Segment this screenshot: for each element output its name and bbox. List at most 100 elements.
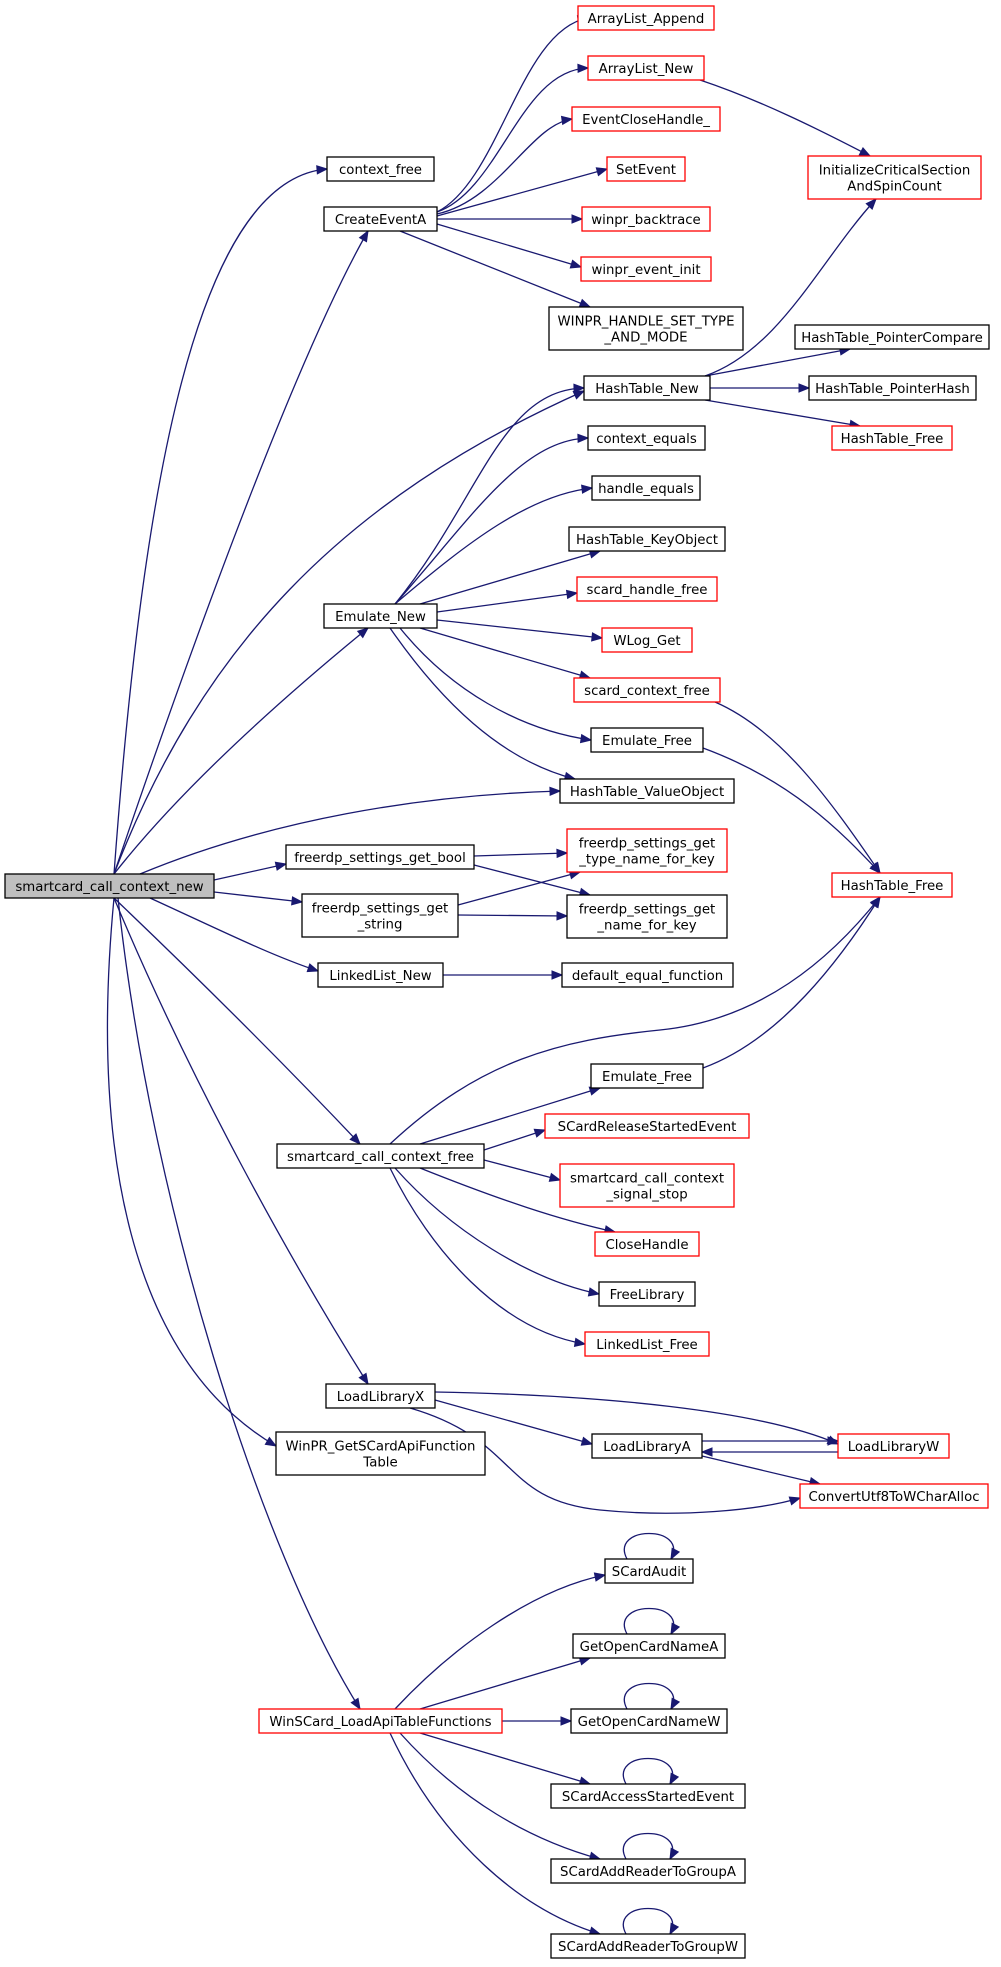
node-box[interactable]: [258, 1708, 503, 1734]
node-box[interactable]: [323, 603, 438, 629]
node-HT_PointerHash[interactable]: HashTable_PointerHash: [808, 375, 977, 401]
node-LoadLibraryW[interactable]: LoadLibraryW: [837, 1433, 950, 1459]
node-HT_Free_top[interactable]: HashTable_Free: [831, 425, 953, 451]
node-SCardAudit[interactable]: SCardAudit: [604, 1558, 694, 1584]
node-box[interactable]: [548, 306, 744, 351]
node-box[interactable]: [580, 256, 712, 282]
node-GetOpenCardNameW[interactable]: GetOpenCardNameW: [570, 1708, 728, 1734]
node-box[interactable]: [590, 727, 704, 753]
node-LoadLibraryA[interactable]: LoadLibraryA: [591, 1433, 703, 1459]
node-WLog_Get[interactable]: WLog_Get: [601, 627, 693, 653]
node-ConvertUtf8[interactable]: ConvertUtf8ToWCharAlloc: [799, 1483, 989, 1509]
node-context_equals[interactable]: context_equals: [587, 425, 706, 451]
node-box[interactable]: [604, 1558, 694, 1584]
node-fs_get_string[interactable]: freerdp_settings_get_string: [301, 893, 459, 938]
node-LinkedList_New[interactable]: LinkedList_New: [317, 962, 444, 988]
node-box[interactable]: [594, 1231, 700, 1257]
node-GetOpenCardNameA[interactable]: GetOpenCardNameA: [572, 1633, 726, 1659]
node-box[interactable]: [601, 627, 693, 653]
node-box[interactable]: [794, 324, 990, 350]
node-scard_handle_free[interactable]: scard_handle_free: [576, 576, 718, 602]
node-WINPR_HANDLE_SET[interactable]: WINPR_HANDLE_SET_TYPE_AND_MODE: [548, 306, 744, 351]
node-winpr_event_init[interactable]: winpr_event_init: [580, 256, 712, 282]
node-HT_PointerCompare[interactable]: HashTable_PointerCompare: [794, 324, 990, 350]
node-fs_get_bool[interactable]: freerdp_settings_get_bool: [285, 844, 475, 870]
node-ArrayList_New[interactable]: ArrayList_New: [587, 55, 705, 81]
node-box[interactable]: [561, 962, 734, 988]
node-box[interactable]: [566, 828, 728, 873]
node-box[interactable]: [301, 893, 459, 938]
node-box[interactable]: [584, 1331, 710, 1357]
node-EventCloseHandle_[interactable]: EventCloseHandle_: [571, 106, 721, 132]
node-box[interactable]: [559, 778, 735, 804]
node-sc_ctx_free[interactable]: smartcard_call_context_free: [276, 1143, 485, 1169]
node-WinSCard_Load[interactable]: WinSCard_LoadApiTableFunctions: [258, 1708, 503, 1734]
node-HT_ValueObject[interactable]: HashTable_ValueObject: [559, 778, 735, 804]
node-FreeLibrary[interactable]: FreeLibrary: [598, 1281, 696, 1307]
node-box[interactable]: [559, 1163, 735, 1208]
node-Emulate_Free_1[interactable]: Emulate_Free: [590, 727, 704, 753]
node-CreateEventA[interactable]: CreateEventA: [323, 206, 438, 232]
node-box[interactable]: [573, 677, 721, 703]
node-HT_Free_mid[interactable]: HashTable_Free: [831, 872, 953, 898]
node-box[interactable]: [606, 156, 686, 182]
node-scard_context_free[interactable]: scard_context_free: [573, 677, 721, 703]
node-box[interactable]: [317, 962, 444, 988]
node-box[interactable]: [583, 375, 711, 401]
node-winpr_backtrace[interactable]: winpr_backtrace: [581, 206, 711, 232]
node-Emulate_New[interactable]: Emulate_New: [323, 603, 438, 629]
node-box[interactable]: [323, 206, 438, 232]
node-box[interactable]: [276, 1143, 485, 1169]
node-box[interactable]: [591, 1433, 703, 1459]
node-box[interactable]: [837, 1433, 950, 1459]
node-box[interactable]: [590, 1063, 704, 1089]
node-box[interactable]: [577, 5, 715, 31]
node-box[interactable]: [275, 1431, 486, 1476]
node-box[interactable]: [576, 576, 718, 602]
node-handle_equals[interactable]: handle_equals: [591, 475, 701, 501]
node-box[interactable]: [831, 872, 953, 898]
node-box[interactable]: [808, 375, 977, 401]
node-box[interactable]: [572, 1633, 726, 1659]
node-SetEvent[interactable]: SetEvent: [606, 156, 686, 182]
node-box[interactable]: [566, 894, 728, 939]
node-box[interactable]: [587, 425, 706, 451]
node-box[interactable]: [587, 55, 705, 81]
node-box[interactable]: [550, 1933, 746, 1959]
node-box[interactable]: [581, 206, 711, 232]
node-box[interactable]: [550, 1858, 746, 1884]
node-HashTable_New[interactable]: HashTable_New: [583, 375, 711, 401]
node-HT_KeyObject[interactable]: HashTable_KeyObject: [568, 526, 726, 552]
node-fs_get_name[interactable]: freerdp_settings_get_name_for_key: [566, 894, 728, 939]
node-box[interactable]: [568, 526, 726, 552]
node-box[interactable]: [591, 475, 701, 501]
node-box[interactable]: [326, 156, 435, 182]
node-box[interactable]: [831, 425, 953, 451]
node-sc_signal_stop[interactable]: smartcard_call_context_signal_stop: [559, 1163, 735, 1208]
node-context_free[interactable]: context_free: [326, 156, 435, 182]
node-SCardAccess[interactable]: SCardAccessStartedEvent: [550, 1783, 746, 1809]
node-box[interactable]: [571, 106, 721, 132]
node-ArrayList_Append[interactable]: ArrayList_Append: [577, 5, 715, 31]
node-box[interactable]: [325, 1383, 436, 1409]
node-box[interactable]: [570, 1708, 728, 1734]
node-fs_get_type_name[interactable]: freerdp_settings_get_type_name_for_key: [566, 828, 728, 873]
node-LinkedList_Free[interactable]: LinkedList_Free: [584, 1331, 710, 1357]
node-box[interactable]: [598, 1281, 696, 1307]
node-LoadLibraryX[interactable]: LoadLibraryX: [325, 1383, 436, 1409]
node-box[interactable]: [285, 844, 475, 870]
node-box[interactable]: [550, 1783, 746, 1809]
node-SCardAddReaderW[interactable]: SCardAddReaderToGroupW: [550, 1933, 746, 1959]
node-box[interactable]: [4, 873, 215, 899]
node-box[interactable]: [799, 1483, 989, 1509]
node-box[interactable]: [544, 1113, 750, 1139]
node-box[interactable]: [807, 155, 982, 200]
node-default_equal[interactable]: default_equal_function: [561, 962, 734, 988]
node-SCardRelease[interactable]: SCardReleaseStartedEvent: [544, 1113, 750, 1139]
node-SCardAddReaderA[interactable]: SCardAddReaderToGroupA: [550, 1858, 746, 1884]
node-CloseHandle[interactable]: CloseHandle: [594, 1231, 700, 1257]
node-Emulate_Free_2[interactable]: Emulate_Free: [590, 1063, 704, 1089]
node-root[interactable]: smartcard_call_context_new: [4, 873, 215, 899]
